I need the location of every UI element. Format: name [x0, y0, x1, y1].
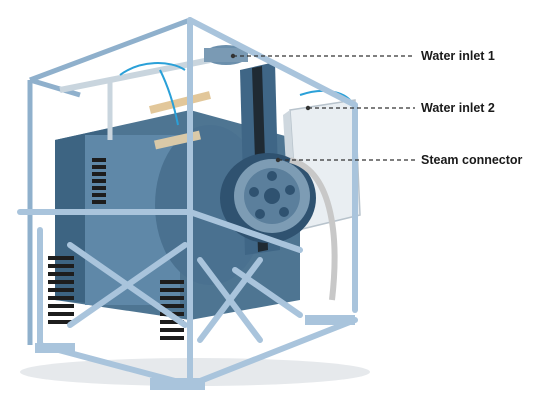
callout-steam-connector: Steam connector	[421, 153, 523, 167]
callout-leader-lines	[230, 53, 415, 163]
base-skid	[35, 315, 355, 390]
springs	[48, 158, 184, 340]
motor-top	[204, 45, 248, 65]
front-frame	[17, 17, 358, 388]
callout-water-inlet-1: Water inlet 1	[421, 49, 495, 63]
callout-water-inlet-2: Water inlet 2	[421, 101, 495, 115]
pulley-wheel	[220, 153, 316, 243]
steam-hose	[289, 157, 338, 301]
